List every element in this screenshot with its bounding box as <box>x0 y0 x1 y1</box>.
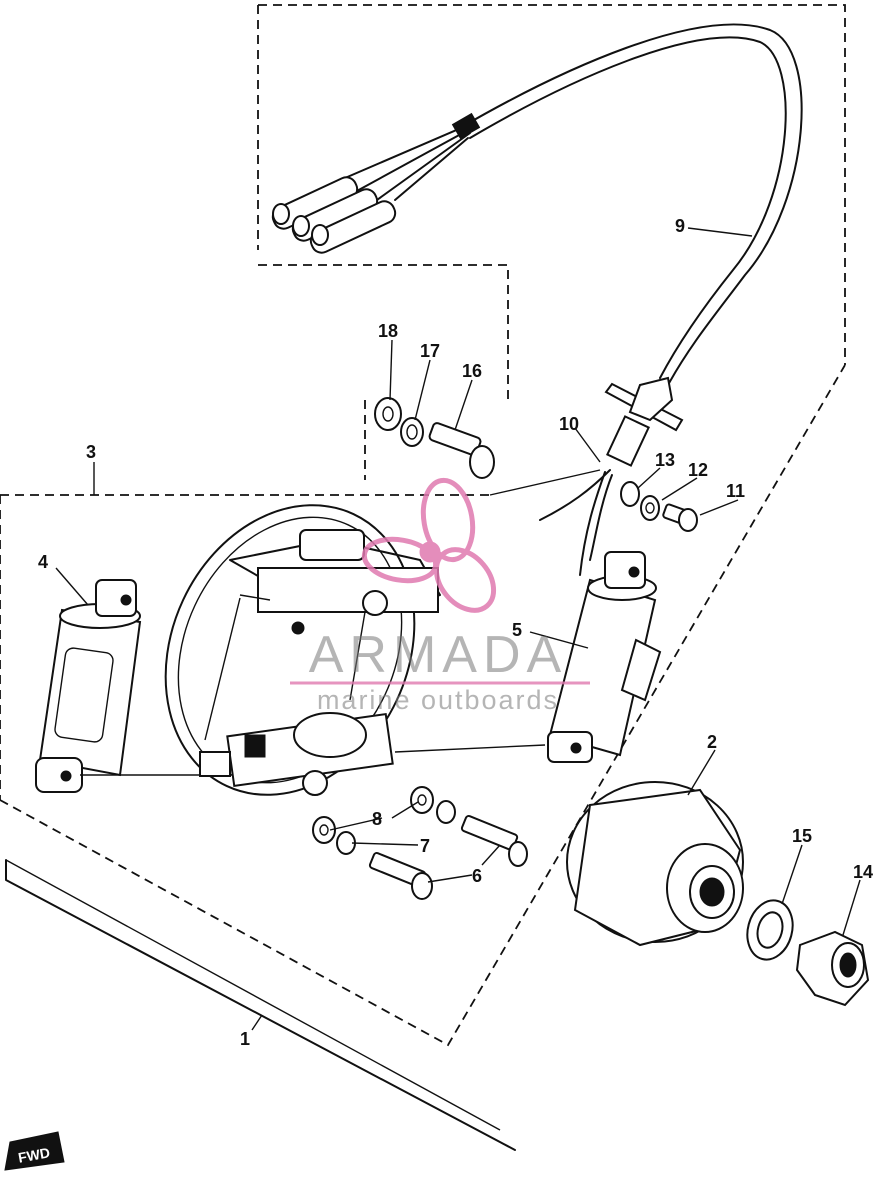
callout-5: 5 <box>512 620 522 640</box>
washer-12 <box>640 495 660 521</box>
callout-12: 12 <box>688 460 708 480</box>
callout-18: 18 <box>378 321 398 341</box>
callout-4: 4 <box>38 552 48 572</box>
washer-17 <box>400 417 424 447</box>
ignition-coil-left <box>35 579 142 793</box>
callout-14: 14 <box>853 862 873 882</box>
base-outline <box>5 859 516 1151</box>
washer-13 <box>620 481 640 507</box>
flywheel-rotor <box>566 781 744 947</box>
washer-8 <box>312 786 434 844</box>
stator-plate <box>164 504 441 796</box>
screw-16 <box>428 422 495 479</box>
screw-6-upper <box>460 814 528 867</box>
screw-6-lower <box>368 851 433 900</box>
callout-9: 9 <box>675 216 685 236</box>
callout-15: 15 <box>792 826 812 846</box>
callout-13: 13 <box>655 450 675 470</box>
callout-8: 8 <box>372 809 382 829</box>
callout-10: 10 <box>559 414 579 434</box>
flywheel-washer <box>746 899 794 961</box>
ignition-coil-right <box>547 551 662 763</box>
watermark-logo: ARMADA marine outboards <box>290 477 590 715</box>
watermark-tagline: marine outboards <box>317 685 559 715</box>
leader-lines <box>55 227 861 1031</box>
assembly-boundary-wire-harness <box>257 4 846 365</box>
callout-16: 16 <box>462 361 482 381</box>
fwd-direction-marker: FWD <box>4 1131 65 1171</box>
washer-7 <box>336 800 456 855</box>
callout-11: 11 <box>726 481 745 501</box>
wire-harness <box>271 23 803 576</box>
callout-17: 17 <box>420 341 440 361</box>
assembly-boundary-screw-kit <box>258 264 509 480</box>
fwd-label: FWD <box>17 1144 51 1165</box>
washer-18 <box>374 397 402 431</box>
propeller-logo-icon <box>361 477 497 613</box>
callout-labels: 9 10 18 17 16 3 4 5 2 15 14 11 12 13 8 7… <box>38 216 873 1049</box>
screw-11 <box>662 503 698 532</box>
harness-grommet <box>604 376 684 467</box>
callout-6: 6 <box>472 866 482 886</box>
callout-2: 2 <box>707 732 717 752</box>
callout-3: 3 <box>86 442 96 462</box>
flywheel-nut <box>795 930 870 1007</box>
assembly-boundary-stator <box>0 364 846 1047</box>
callout-1: 1 <box>240 1029 250 1049</box>
watermark-brand: ARMADA <box>309 626 567 684</box>
harness-connector-terminals <box>271 176 397 254</box>
callout-7: 7 <box>420 836 430 856</box>
